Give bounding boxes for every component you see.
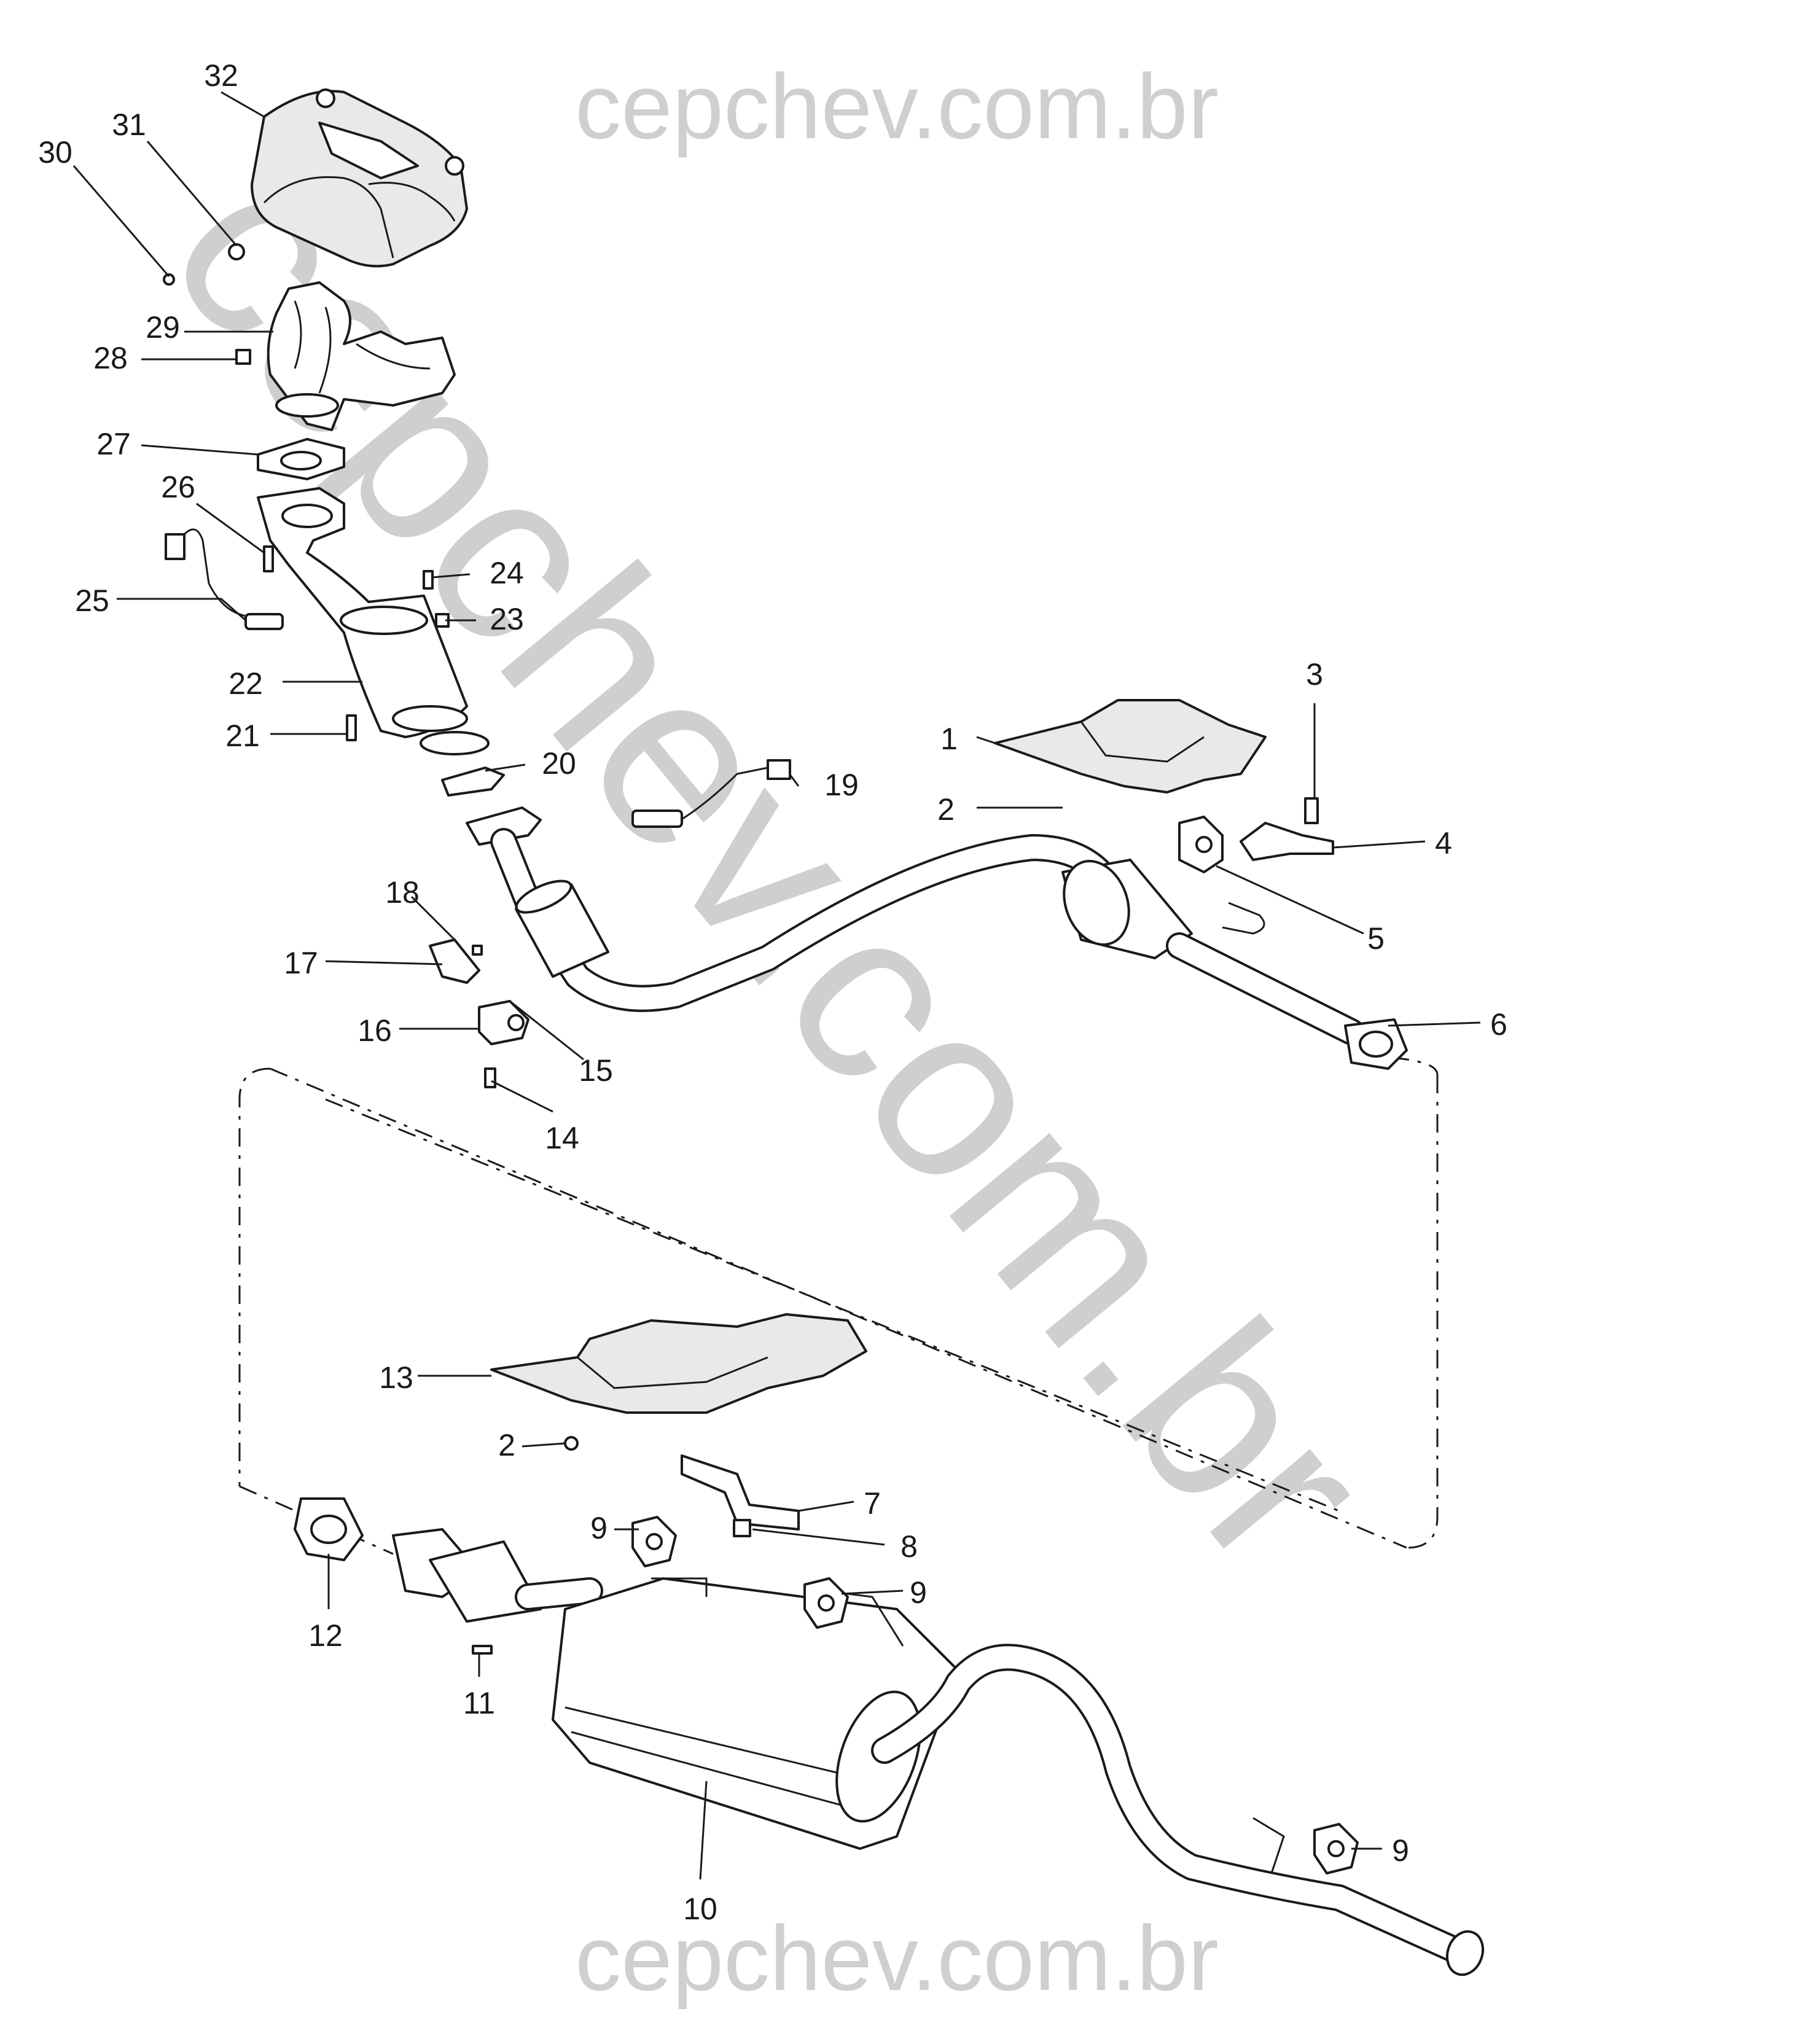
- callout-2-upper: 2: [937, 792, 955, 827]
- assembly-frame-inner: [325, 1098, 1340, 1512]
- watermark-bottom: cepchev.com.br: [575, 1906, 1219, 2010]
- pipe-clamp: [429, 938, 529, 1088]
- callout-13: 13: [379, 1360, 413, 1395]
- callout-labels: 32 31 30 29 28 27 26 25 24 23 22 21 20 1…: [38, 58, 1507, 1926]
- callout-10: 10: [683, 1892, 717, 1926]
- exhaust-manifold: [267, 281, 456, 431]
- callout-24: 24: [490, 556, 524, 590]
- callout-27: 27: [96, 427, 131, 461]
- callout-14: 14: [545, 1121, 579, 1155]
- callout-15: 15: [579, 1053, 613, 1088]
- rear-bracket: [681, 1454, 800, 1537]
- callout-2-lower: 2: [498, 1428, 515, 1462]
- callout-7: 7: [864, 1486, 881, 1521]
- leader-lines: [72, 91, 1481, 1880]
- callout-32: 32: [204, 58, 238, 93]
- manifold-gasket: [257, 438, 345, 480]
- callout-9-a: 9: [590, 1511, 607, 1545]
- rear-oxygen-sensor: [631, 759, 791, 828]
- callout-29: 29: [146, 310, 180, 345]
- callout-8: 8: [900, 1529, 918, 1564]
- rear-heat-shield: [490, 1313, 867, 1414]
- callout-22: 22: [229, 666, 263, 701]
- callout-30: 30: [38, 135, 72, 170]
- catalytic-converter: [257, 487, 490, 755]
- callout-9-b: 9: [910, 1575, 927, 1610]
- callout-3: 3: [1306, 657, 1323, 692]
- callout-5: 5: [1367, 921, 1385, 956]
- rubber-hanger-rear-2: [803, 1577, 849, 1629]
- callout-4: 4: [1435, 826, 1452, 860]
- callout-19: 19: [824, 768, 859, 802]
- watermark-top: cepchev.com.br: [575, 55, 1219, 158]
- callout-6: 6: [1490, 1007, 1507, 1042]
- callout-16: 16: [357, 1013, 392, 1048]
- callout-20: 20: [542, 746, 576, 781]
- callout-23: 23: [490, 602, 524, 636]
- callout-26: 26: [161, 470, 195, 504]
- callout-18: 18: [385, 875, 420, 910]
- small-fasteners: [163, 243, 579, 1655]
- callout-31: 31: [112, 107, 146, 142]
- callout-1: 1: [940, 722, 958, 756]
- callout-21: 21: [225, 719, 260, 753]
- front-exhaust-pipe: [466, 806, 1408, 1070]
- converter-gasket: [441, 766, 505, 797]
- front-heat-shield: [994, 699, 1267, 794]
- callout-11: 11: [463, 1686, 495, 1720]
- callout-17: 17: [284, 946, 318, 980]
- front-oxygen-sensor: [165, 528, 284, 630]
- callout-9-c: 9: [1392, 1833, 1409, 1868]
- hanger-bracket: [1240, 797, 1334, 861]
- rubber-hanger-front: [1178, 816, 1224, 873]
- callout-12: 12: [308, 1618, 343, 1653]
- callout-28: 28: [93, 341, 128, 375]
- callout-25: 25: [75, 583, 109, 618]
- rubber-hanger-rear-3: [1313, 1823, 1359, 1874]
- rubber-hanger-rear-1: [631, 1516, 677, 1567]
- rear-muffler-assembly: [294, 1497, 1485, 1976]
- manifold-heat-shield: [251, 88, 468, 268]
- assembly-frame: [238, 1055, 1439, 1555]
